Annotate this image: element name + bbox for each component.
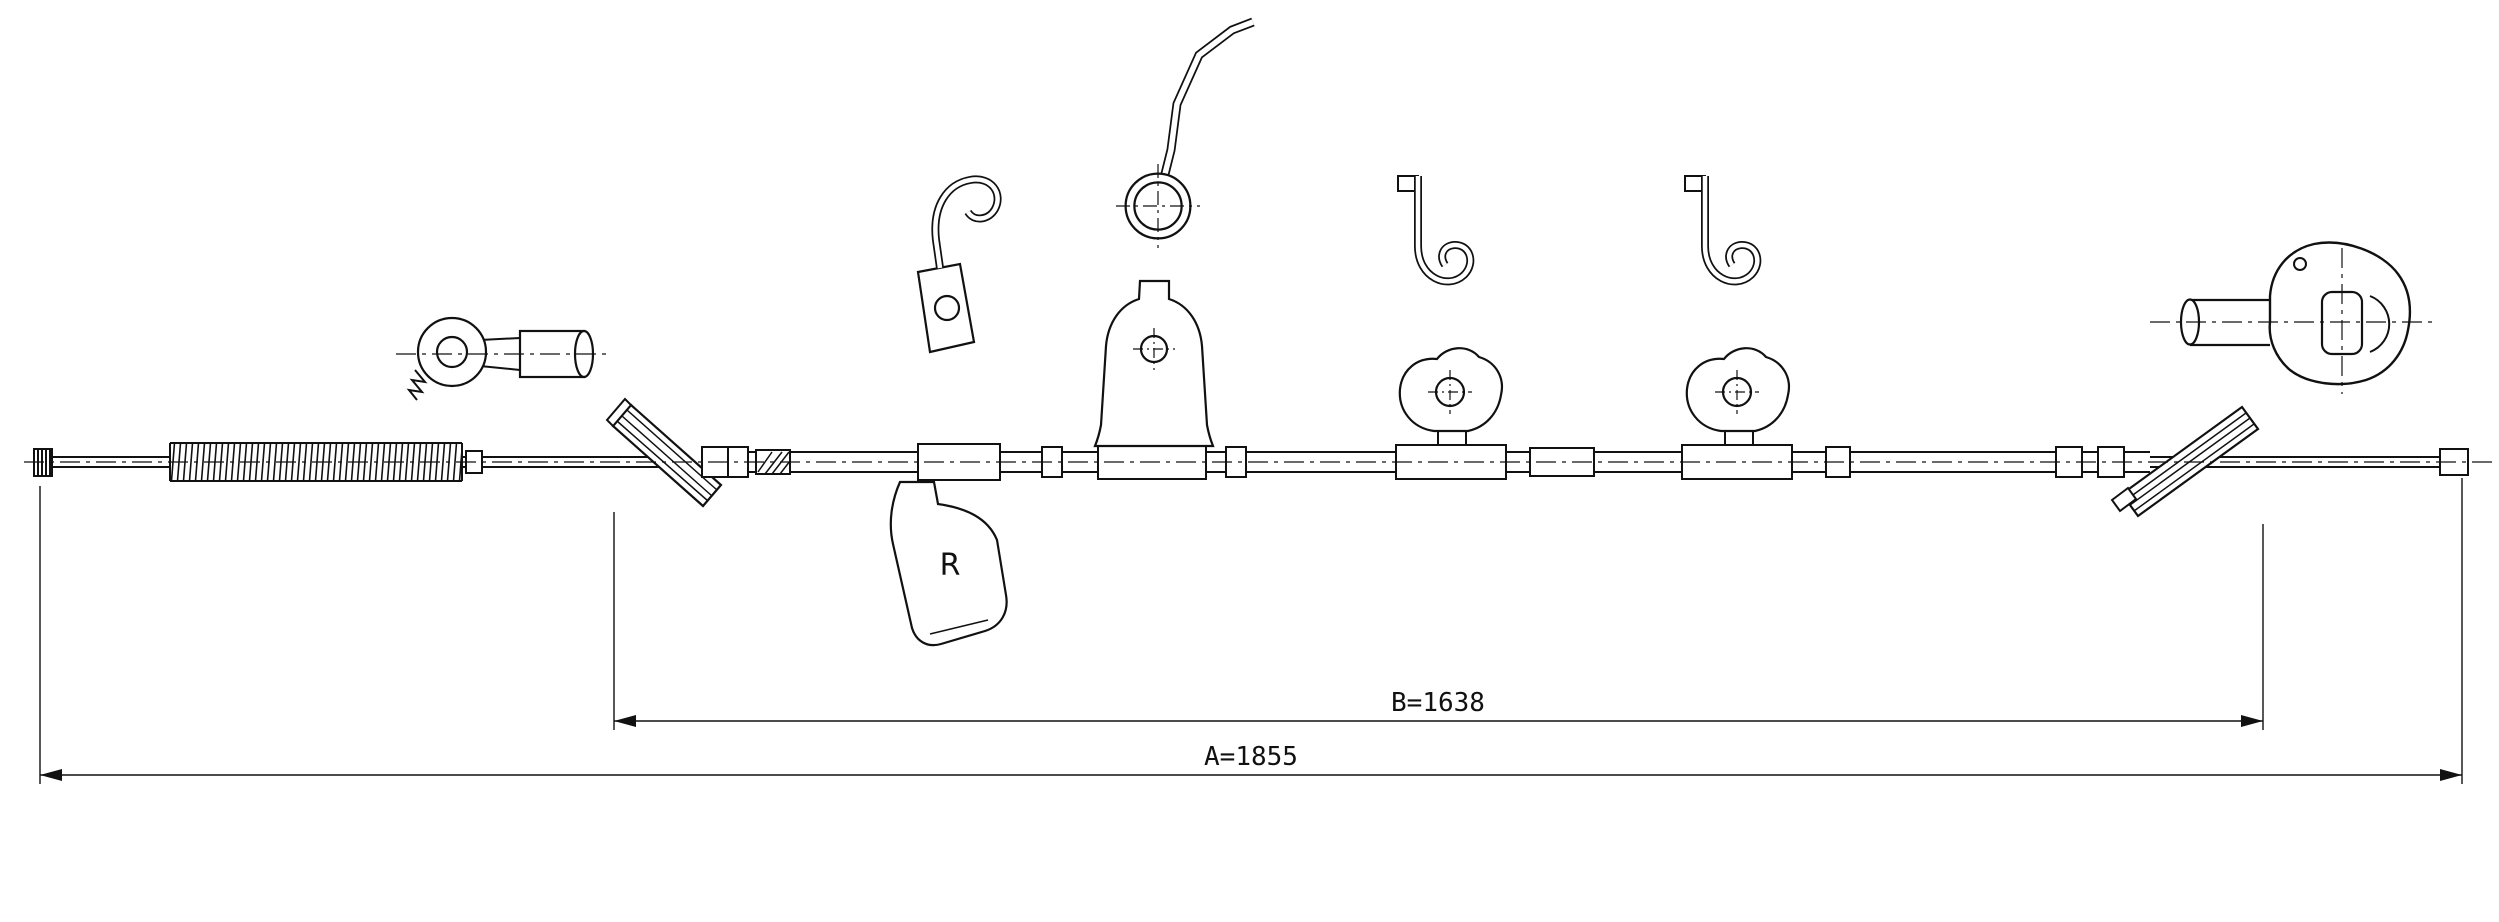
hook-clip-3 xyxy=(1684,175,1762,286)
ferrule-hatch-lines xyxy=(757,451,791,475)
conduit-sleeve-3 xyxy=(1395,444,1507,480)
clevis-eye-hole xyxy=(435,335,469,369)
hook-clip-1 xyxy=(916,175,1002,354)
arrowhead-left xyxy=(40,769,62,781)
fitting-clamp-tab xyxy=(2110,486,2138,513)
fitting-clamp-tab xyxy=(605,397,633,428)
dimension-a: A=1855 xyxy=(39,478,2463,784)
clevis-serration xyxy=(406,369,428,401)
arrowhead-right xyxy=(2241,715,2263,727)
loop-crosshair xyxy=(1116,164,1200,248)
mount-bracket-3 xyxy=(1685,347,1790,445)
mount-bracket-2 xyxy=(1398,347,1503,445)
r-bracket-foot-line xyxy=(929,619,989,635)
clevis-eye-fitting xyxy=(406,316,595,401)
bent-rod-hanger xyxy=(1116,17,1255,248)
r-bracket: R xyxy=(889,480,1008,647)
dimension-b: B=1638 xyxy=(613,512,2264,730)
bracket-marking-r: R xyxy=(940,548,961,583)
hook-clip-2 xyxy=(1397,175,1475,286)
grommet-pilot-hole xyxy=(2293,257,2307,271)
dimension-a-label: A=1855 xyxy=(1204,742,1298,772)
arrowhead-left xyxy=(614,715,636,727)
dimension-b-label: B=1638 xyxy=(1391,688,1485,718)
clip-plate-hole xyxy=(933,294,961,322)
mount-bracket-funnel xyxy=(1093,279,1215,448)
arrowhead-right xyxy=(2440,769,2462,781)
grommet-damper xyxy=(2179,241,2412,386)
centerlines xyxy=(24,248,2492,463)
grommet-inner-arc xyxy=(2369,295,2391,353)
